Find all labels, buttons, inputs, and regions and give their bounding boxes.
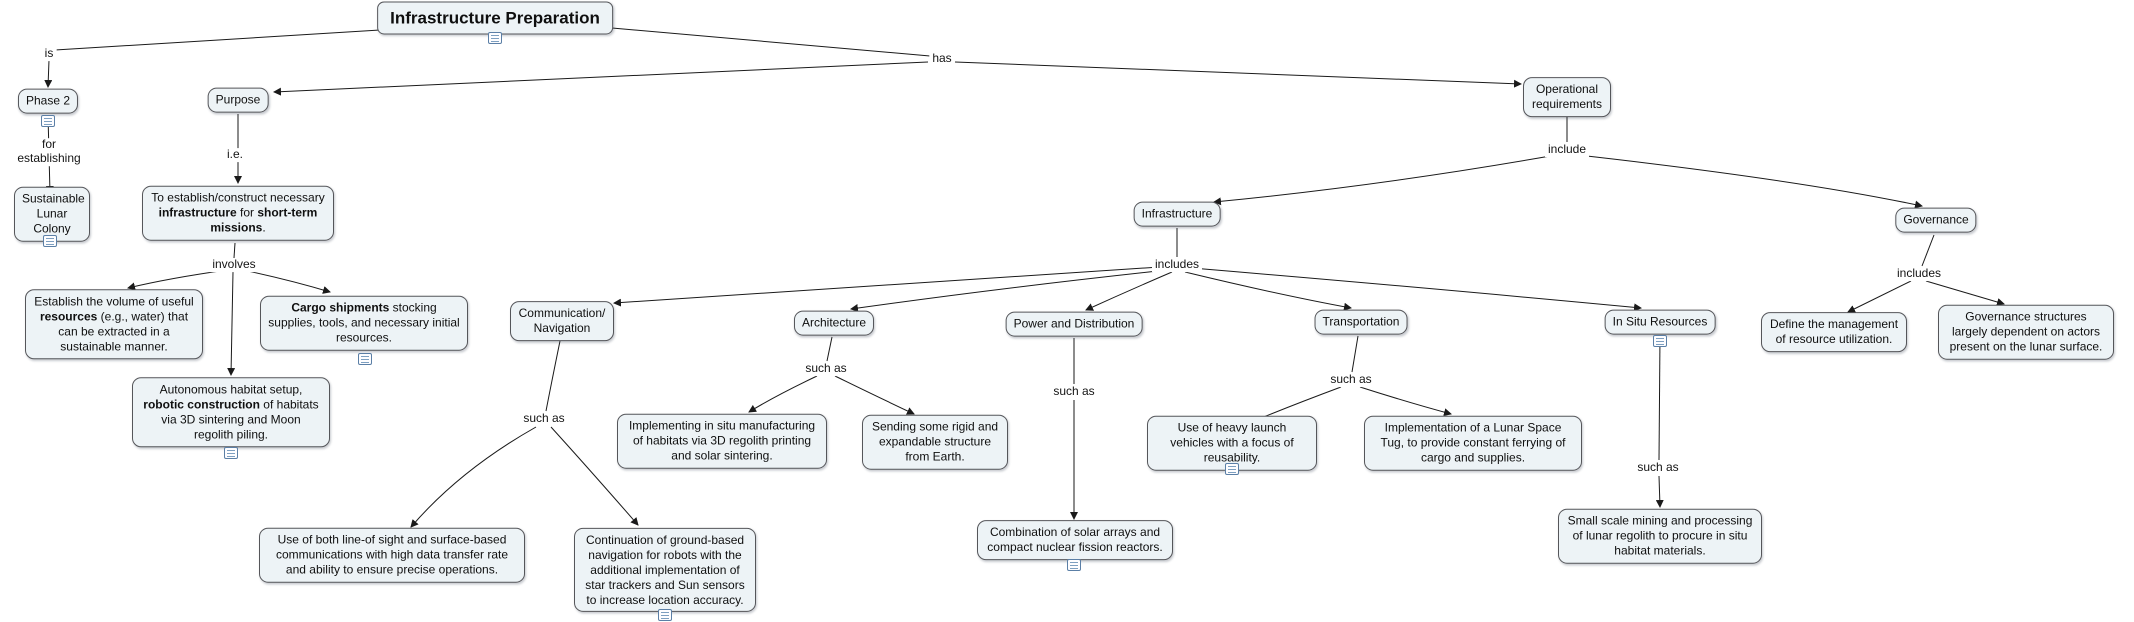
node-sustainable-lunar-colony[interactable]: Sustainable Lunar Colony xyxy=(14,186,90,242)
resource-icon-power[interactable] xyxy=(1067,559,1081,571)
link-label-is[interactable]: is xyxy=(41,46,57,61)
node-insitu-manufacturing[interactable]: Implementing in situ manufacturing of ha… xyxy=(617,413,827,469)
node-purpose-definition[interactable]: To establish/construct necessary infrast… xyxy=(142,185,334,241)
node-heavy-launch-vehicles[interactable]: Use of heavy launch vehicles with a focu… xyxy=(1147,415,1317,471)
node-infrastructure-preparation[interactable]: Infrastructure Preparation xyxy=(377,1,613,35)
text-segment: . xyxy=(262,220,266,235)
node-transportation[interactable]: Transportation xyxy=(1314,309,1408,335)
text-segment: (e.g., water) that can be extracted in a… xyxy=(58,309,189,353)
node-governance-structures[interactable]: Governance structures largely dependent … xyxy=(1938,304,2114,360)
node-communication-navigation[interactable]: Communication/ Navigation xyxy=(510,301,614,341)
text-segment: of habitats via 3D sintering and Moon re… xyxy=(161,397,319,441)
link-label-includes-governance[interactable]: includes xyxy=(1893,266,1945,281)
node-operational-requirements[interactable]: Operational requirements xyxy=(1523,77,1611,117)
node-solar-nuclear-power[interactable]: Combination of solar arrays and compact … xyxy=(977,520,1173,560)
node-lunar-space-tug[interactable]: Implementation of a Lunar Space Tug, to … xyxy=(1364,415,1582,471)
text-segment: To establish/construct necessary xyxy=(151,190,325,205)
link-label-include[interactable]: include xyxy=(1544,142,1590,157)
node-cargo-shipments[interactable]: Cargo shipments stocking supplies, tools… xyxy=(260,295,468,351)
node-communications-detail[interactable]: Use of both line-of sight and surface-ba… xyxy=(259,527,525,583)
text-segment-bold: Cargo shipments xyxy=(291,300,390,315)
text-segment: Establish the volume of useful xyxy=(34,294,194,309)
text-segment-bold: infrastructure xyxy=(158,205,237,220)
node-infrastructure[interactable]: Infrastructure xyxy=(1133,201,1221,227)
resource-icon-cargo[interactable] xyxy=(358,353,372,365)
resource-icon-phase2[interactable] xyxy=(41,115,55,127)
link-label-includes-infrastructure[interactable]: includes xyxy=(1151,257,1203,272)
text-segment-bold: short-term missions xyxy=(210,205,318,235)
text-segment: Autonomous habitat setup, xyxy=(159,382,303,397)
text-segment-bold: resources xyxy=(39,309,98,324)
text-segment: for xyxy=(236,205,258,220)
resource-icon-navigation[interactable] xyxy=(658,609,672,621)
node-purpose[interactable]: Purpose xyxy=(207,87,269,113)
link-label-such-as-transportation[interactable]: such as xyxy=(1327,372,1375,387)
resource-icon-lunar-colony[interactable] xyxy=(43,235,57,247)
node-rigid-expandable-structure[interactable]: Sending some rigid and expandable struct… xyxy=(862,414,1008,470)
node-architecture[interactable]: Architecture xyxy=(793,310,875,336)
resource-icon-insitu[interactable] xyxy=(1653,335,1667,347)
resource-icon-habitat[interactable] xyxy=(224,447,238,459)
node-phase-2[interactable]: Phase 2 xyxy=(17,88,79,114)
resource-icon-title[interactable] xyxy=(488,32,502,44)
text-segment: stocking supplies, tools, and necessary … xyxy=(268,300,460,345)
node-define-management[interactable]: Define the management of resource utiliz… xyxy=(1761,312,1907,352)
link-label-for-establishing[interactable]: for establishing xyxy=(14,137,84,166)
link-label-has[interactable]: has xyxy=(929,51,955,66)
link-label-such-as-comm[interactable]: such as xyxy=(520,411,568,426)
resource-icon-heavy-launch[interactable] xyxy=(1225,463,1239,475)
link-label-such-as-power[interactable]: such as xyxy=(1050,384,1098,399)
node-resources-volume[interactable]: Establish the volume of useful resources… xyxy=(25,289,203,359)
node-in-situ-resources[interactable]: In Situ Resources xyxy=(1604,309,1716,335)
link-label-ie[interactable]: i.e. xyxy=(223,147,247,162)
node-autonomous-habitat[interactable]: Autonomous habitat setup, robotic constr… xyxy=(132,377,330,447)
link-label-such-as-insitu[interactable]: such as xyxy=(1634,460,1682,475)
node-navigation-detail[interactable]: Continuation of ground-based navigation … xyxy=(574,527,756,613)
text-segment-bold: robotic construction xyxy=(143,397,260,412)
node-small-scale-mining[interactable]: Small scale mining and processing of lun… xyxy=(1558,508,1762,564)
link-label-such-as-architecture[interactable]: such as xyxy=(802,361,850,376)
link-label-involves[interactable]: involves xyxy=(209,257,259,272)
node-power-and-distribution[interactable]: Power and Distribution xyxy=(1005,311,1143,337)
node-governance[interactable]: Governance xyxy=(1895,207,1977,233)
